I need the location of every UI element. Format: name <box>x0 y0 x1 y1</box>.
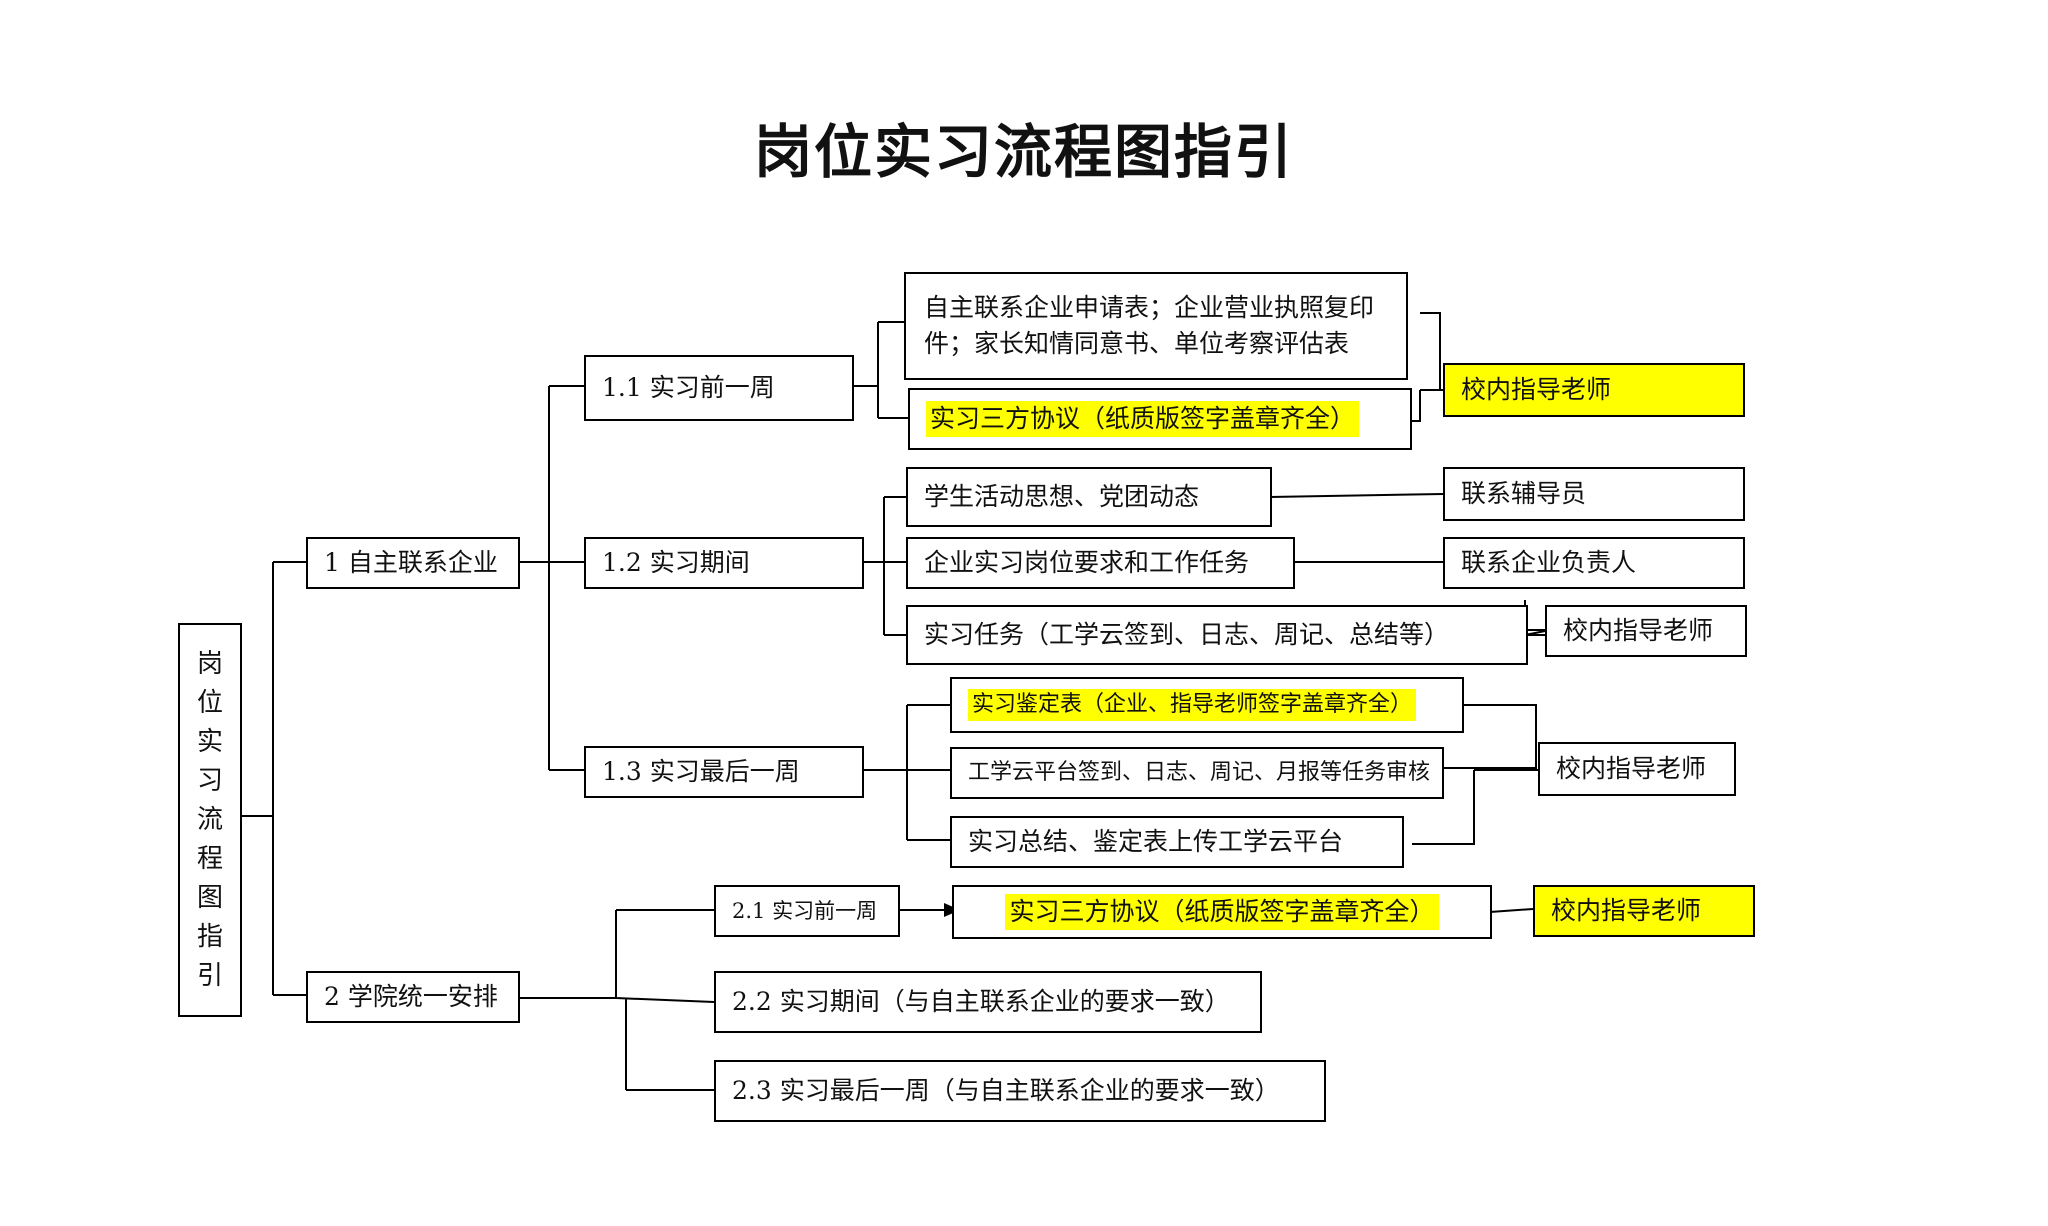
stage-1-2-contact-counselor: 联系辅导员 <box>1443 467 1745 521</box>
connector-items13-to-contact <box>1412 704 1538 845</box>
page-title: 岗位实习流程图指引 <box>753 118 1294 186</box>
stage-1-1-node: 1.1 实习前一周 <box>584 355 854 421</box>
stage-1-3-contact: 校内指导老师 <box>1538 742 1736 796</box>
root-node: 岗位实习流程图指引 <box>178 623 242 1017</box>
stage-1-2-node: 1.2 实习期间 <box>584 537 864 589</box>
connector-stage12-to-items <box>862 496 906 636</box>
stage-1-1-agreement: 实习三方协议（纸质版签字盖章齐全） <box>908 388 1412 450</box>
stage-1-3-item-appraisal: 实习鉴定表（企业、指导老师签字盖章齐全） <box>950 677 1464 733</box>
branch2-node: 2 学院统一安排 <box>306 971 520 1023</box>
stage-1-3-node: 1.3 实习最后一周 <box>584 746 864 798</box>
branch1-node: 1 自主联系企业 <box>306 537 520 589</box>
stage-1-2-contact-company: 联系企业负责人 <box>1443 537 1745 589</box>
stage-1-1-documents: 自主联系企业申请表；企业营业执照复印件；家长知情同意书、单位考察评估表 <box>904 272 1408 380</box>
stage-1-1-contact: 校内指导老师 <box>1443 363 1745 417</box>
stage-1-3-item-appraisal-label: 实习鉴定表（企业、指导老师签字盖章齐全） <box>968 689 1417 721</box>
stage-1-2-item-job: 企业实习岗位要求和工作任务 <box>906 537 1295 589</box>
stage-2-1-contact: 校内指导老师 <box>1533 885 1755 937</box>
connector-branch1-to-stages <box>518 385 584 771</box>
stage-1-2-item-tasks: 实习任务（工学云签到、日志、周记、总结等） <box>906 605 1528 665</box>
root-node-label: 岗位实习流程图指引 <box>196 648 223 991</box>
connector-docs11-to-contact <box>1368 312 1443 422</box>
stage-2-1-node: 2.1 实习前一周 <box>714 885 900 937</box>
stage-1-2-contact-teacher: 校内指导老师 <box>1545 605 1747 657</box>
stage-1-2-item-thoughts: 学生活动思想、党团动态 <box>906 467 1272 527</box>
stage-2-1-agreement-label: 实习三方协议（纸质版签字盖章齐全） <box>1005 893 1439 931</box>
stage-2-2-node: 2.2 实习期间（与自主联系企业的要求一致） <box>714 971 1262 1033</box>
connector-stage11-to-docs <box>852 321 908 419</box>
connector-branch2-to-stages <box>518 909 715 1091</box>
connector-root-to-branches <box>240 561 306 996</box>
stage-1-1-agreement-label: 实习三方协议（纸质版签字盖章齐全） <box>926 400 1360 438</box>
stage-2-1-agreement: 实习三方协议（纸质版签字盖章齐全） <box>952 885 1492 939</box>
stage-1-3-item-review: 工学云平台签到、日志、周记、月报等任务审核 <box>950 747 1444 799</box>
stage-1-3-item-upload: 实习总结、鉴定表上传工学云平台 <box>950 816 1404 868</box>
connector-doc21-to-contact <box>1489 908 1534 913</box>
connector-stage13-to-items <box>862 704 950 841</box>
stage-2-3-node: 2.3 实习最后一周（与自主联系企业的要求一致） <box>714 1060 1326 1122</box>
